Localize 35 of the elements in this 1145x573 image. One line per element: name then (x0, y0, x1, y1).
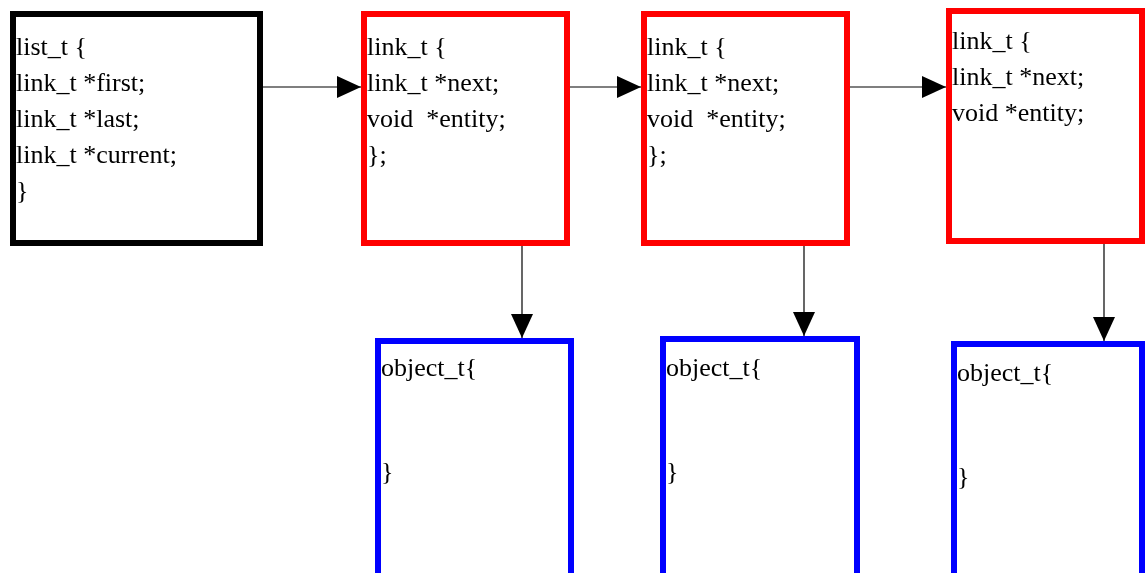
arrow (1093, 243, 1115, 342)
code-line: link_t *next; (367, 67, 500, 99)
code-line: }; (367, 139, 387, 171)
object-box (951, 341, 1145, 573)
code-line: link_t { (647, 31, 727, 63)
code-line: link_t *current; (16, 139, 177, 171)
struct-box (641, 11, 850, 246)
arrow (849, 76, 947, 98)
code-line: object_t{ (957, 357, 1054, 389)
code-line: list_t { (16, 31, 87, 63)
code-line: link_t *next; (647, 67, 780, 99)
code-line: void *entity; (367, 103, 506, 135)
code-line: void *entity; (647, 103, 786, 135)
struct-box (361, 11, 570, 246)
code-line: link_t *last; (16, 103, 140, 135)
code-line: link_t { (367, 31, 447, 63)
struct-box (10, 11, 263, 246)
code-line: } (381, 456, 394, 488)
code-line: void *entity; (952, 97, 1085, 129)
code-line: }; (647, 139, 667, 171)
object-box (375, 338, 574, 573)
code-line: } (957, 461, 970, 493)
code-line: link_t { (952, 25, 1032, 57)
code-line: object_t{ (381, 352, 478, 384)
struct-box (946, 8, 1145, 244)
arrow (793, 245, 815, 337)
arrow (569, 76, 642, 98)
object-box (660, 336, 860, 573)
code-line: link_t *next; (952, 61, 1085, 93)
code-line: } (16, 175, 29, 207)
code-line: } (666, 456, 679, 488)
arrow (511, 245, 533, 339)
arrow (262, 76, 362, 98)
code-line: link_t *first; (16, 67, 146, 99)
code-line: object_t{ (666, 352, 763, 384)
